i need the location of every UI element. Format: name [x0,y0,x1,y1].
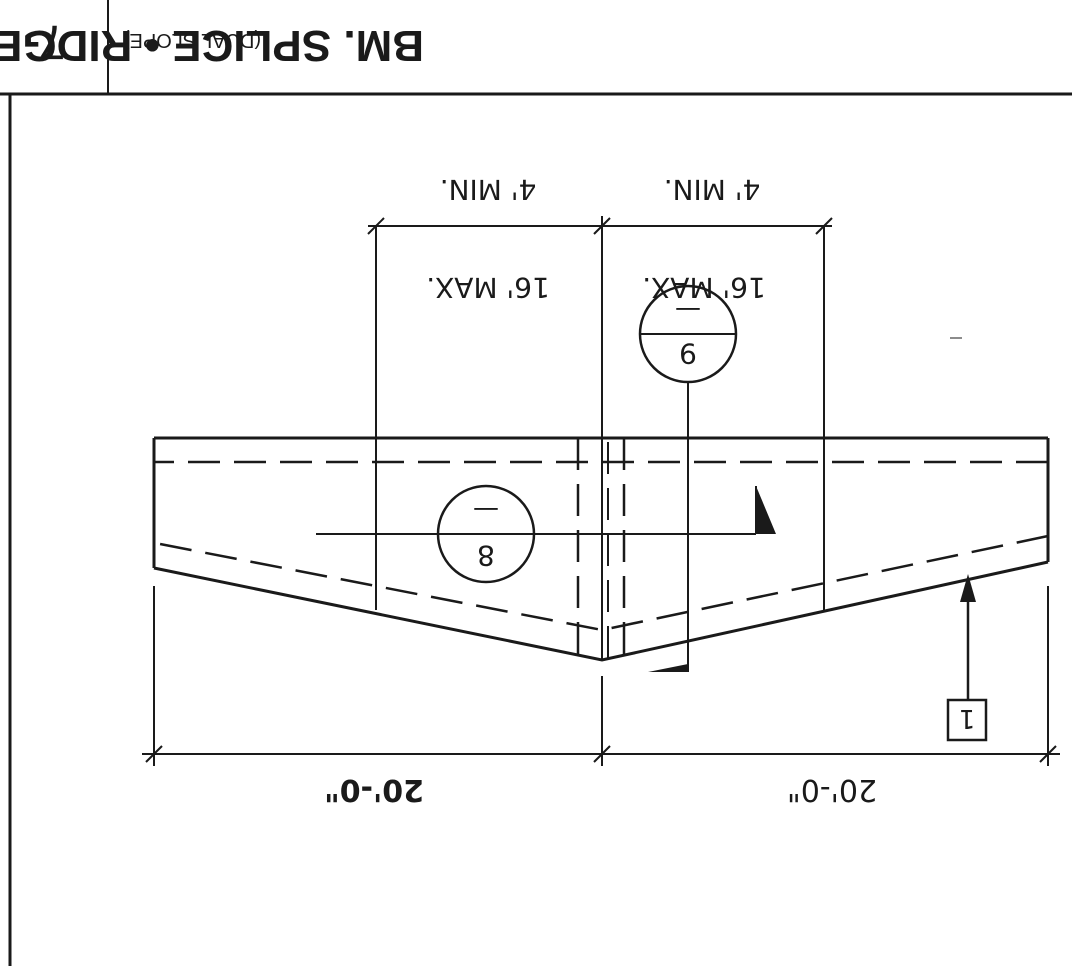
span-tick-right [145,745,163,763]
tick-b [593,217,611,235]
callout-right-top: — [675,295,701,325]
zone-dimensions: 4' MIN. 4' MIN. 16' MAX. 16' MAX. [367,173,833,438]
note-tag: 1 [946,574,988,742]
note-tag-arrow [960,574,976,602]
right-max-label: 16' MAX. [426,271,550,304]
section-callout-left: — 8 [316,484,776,584]
span-dimensions: 20'-0" 20'-0" [142,586,1060,807]
span-tick-center [593,745,611,763]
tick-c [367,217,385,235]
callout-left-top: — [473,495,499,525]
detail-number: 7 [39,15,66,68]
callout-left-bottom: 8 [477,539,495,572]
hidden-top-flange [159,534,1049,632]
right-min-label: 4' MIN. [440,173,537,206]
note-tag-number: 1 [959,703,976,733]
title-block: BM. SPLICE • RIDGE (DUAL SLOPE) 7 [0,0,1072,96]
left-min-label: 4' MIN. [664,173,761,206]
note-tag-box [946,698,988,742]
callout-right-bottom: 9 [679,337,697,370]
left-span-label: 20'-0" [787,772,877,807]
callout-left-arrow [756,486,776,534]
callout-right-arrow [648,664,688,672]
tick-a [815,217,833,235]
beam-elevation [152,226,1050,662]
span-tick-left [1039,745,1057,763]
right-span-label: 20'-0" [324,772,424,807]
detail-title: BM. SPLICE • RIDGE [0,21,424,70]
section-callout-right: — 9 [638,284,738,672]
detail-subtitle: (DUAL SLOPE) [123,29,261,51]
